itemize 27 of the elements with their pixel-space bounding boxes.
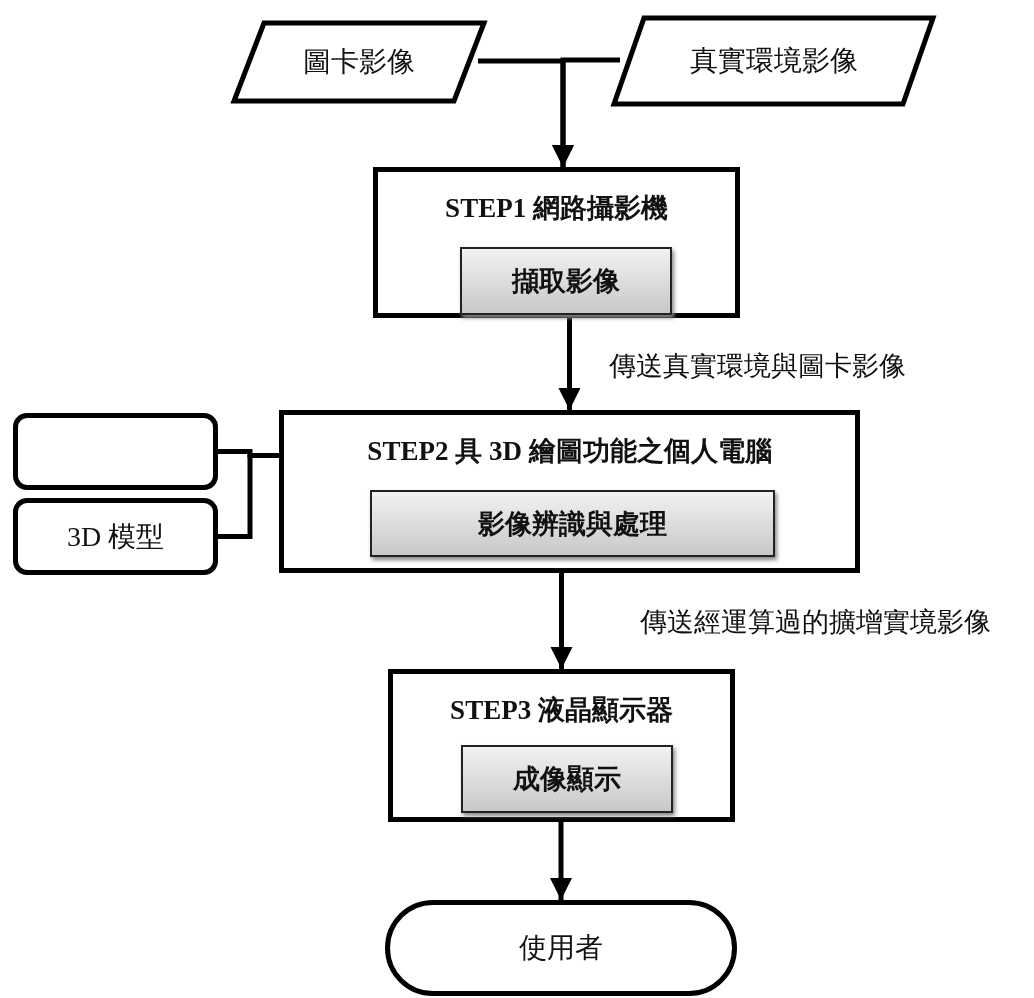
arrow	[551, 57, 620, 167]
step-heading: STEP3 液晶顯示器	[450, 694, 673, 727]
rounded-box	[13, 413, 218, 490]
node-label: 成像顯示	[513, 763, 621, 796]
node-label: 影像辨識與處理	[478, 507, 667, 541]
arrow	[549, 822, 573, 900]
sub-process-box	[370, 490, 775, 557]
step-heading: STEP2 具 3D 繪圖功能之個人電腦	[367, 435, 772, 468]
node-label: 3D 模型	[66, 519, 165, 554]
process-box	[279, 410, 860, 573]
process-box	[388, 669, 735, 822]
rounded-box	[13, 498, 218, 575]
edge-label: 傳送經運算過的擴增實境影像	[640, 606, 991, 639]
connector-line	[218, 453, 279, 539]
step-heading: STEP1 網路攝影機	[445, 192, 668, 225]
sub-process-box	[461, 745, 673, 813]
input-parallelogram	[612, 15, 935, 107]
node-label: 圖卡影像	[303, 45, 415, 79]
node-label: 真實環境影像	[689, 44, 858, 78]
node-label: 擷取影像	[512, 265, 620, 298]
node-label: 使用者	[519, 931, 603, 965]
input-parallelogram	[232, 20, 486, 104]
edge-label: 傳送真實環境與圖卡影像	[609, 350, 906, 383]
process-box	[373, 167, 740, 318]
arrow	[558, 318, 581, 410]
sub-process-box	[460, 247, 672, 315]
arrow	[550, 573, 573, 669]
